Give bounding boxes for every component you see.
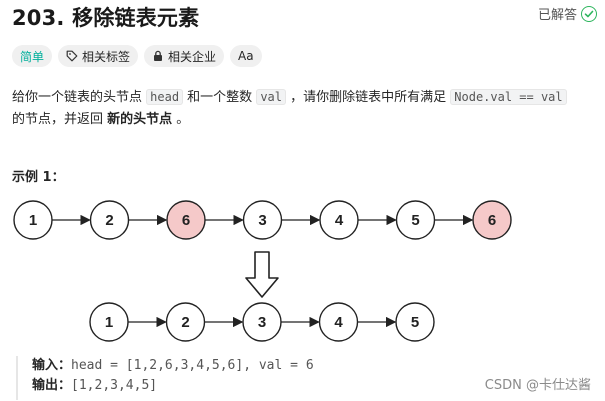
header: 203. 移除链表元素 已解答 (12, 0, 597, 34)
result-node-label: 3 (258, 314, 266, 331)
input-label: 输入： (32, 358, 72, 373)
inline-code: head (146, 89, 184, 105)
desc-text: 和一个整数 (183, 90, 257, 105)
original-node-label: 3 (258, 212, 266, 229)
font-size-icon: Aa (238, 49, 254, 63)
original-node-label: 1 (29, 212, 37, 229)
check-icon (581, 5, 597, 22)
original-node-label: 2 (105, 212, 113, 229)
result-list: 1 2 3 4 5 (89, 302, 435, 342)
inline-code: Node.val == val (450, 89, 567, 105)
result-node-label: 4 (334, 314, 343, 331)
result-node-label: 2 (181, 314, 189, 331)
tag-bar: 简单 相关标签 相关企业 Aa (12, 45, 262, 67)
desc-text: 。 (172, 112, 190, 127)
solved-label: 已解答 (537, 8, 577, 23)
result-node-label: 1 (105, 314, 113, 331)
output-label: 输出： (32, 378, 72, 393)
example-title: 示例 1： (12, 170, 65, 185)
problem-description: 给你一个链表的头节点 head 和一个整数 val ，请你删除链表中所有满足 N… (12, 86, 597, 131)
desc-text: 给你一个链表的头节点 (12, 90, 147, 105)
page-title: 203. 移除链表元素 (12, 6, 200, 30)
watermark: CSDN @卡仕达酱 (484, 378, 591, 393)
lock-icon (154, 50, 163, 61)
output-value: [1,2,3,4,5] (71, 378, 158, 393)
inline-code: val (256, 89, 286, 105)
difficulty-badge: 简单 (12, 45, 53, 67)
font-size-button[interactable]: Aa (230, 45, 262, 67)
tag-icon (66, 50, 78, 62)
desc-text: ，请你删除链表中所有满足 (286, 90, 451, 105)
desc-text: 的节点，并返回 (12, 112, 108, 127)
related-tags-button[interactable]: 相关标签 (58, 45, 139, 67)
result-node (395, 302, 435, 342)
original-node-label: 4 (335, 212, 344, 229)
original-node-label: 6 (488, 212, 496, 229)
solved-status: 已解答 (538, 4, 597, 23)
related-tags-label: 相关标签 (82, 49, 131, 64)
original-list: 1 2 6 3 4 5 6 (13, 200, 512, 240)
desc-bold: 新的头节点 (107, 112, 173, 127)
result-node-label: 5 (411, 314, 419, 331)
output-line: 输出：[1,2,3,4,5] (32, 376, 436, 396)
input-value: head = [1,2,6,3,4,5,6], val = 6 (71, 358, 314, 373)
original-node-label: 5 (411, 212, 419, 229)
linked-list-diagram: 1 2 6 3 4 5 6 1 2 3 4 5 (13, 200, 512, 342)
related-companies-button[interactable]: 相关企业 (144, 45, 225, 67)
related-companies-label: 相关企业 (168, 49, 217, 64)
original-node (472, 200, 512, 240)
down-arrow-icon (245, 251, 279, 298)
example-io: 输入：head = [1,2,6,3,4,5,6], val = 6 输出：[1… (16, 356, 436, 400)
input-line: 输入：head = [1,2,6,3,4,5,6], val = 6 (32, 356, 436, 376)
original-node-label: 6 (182, 212, 190, 229)
